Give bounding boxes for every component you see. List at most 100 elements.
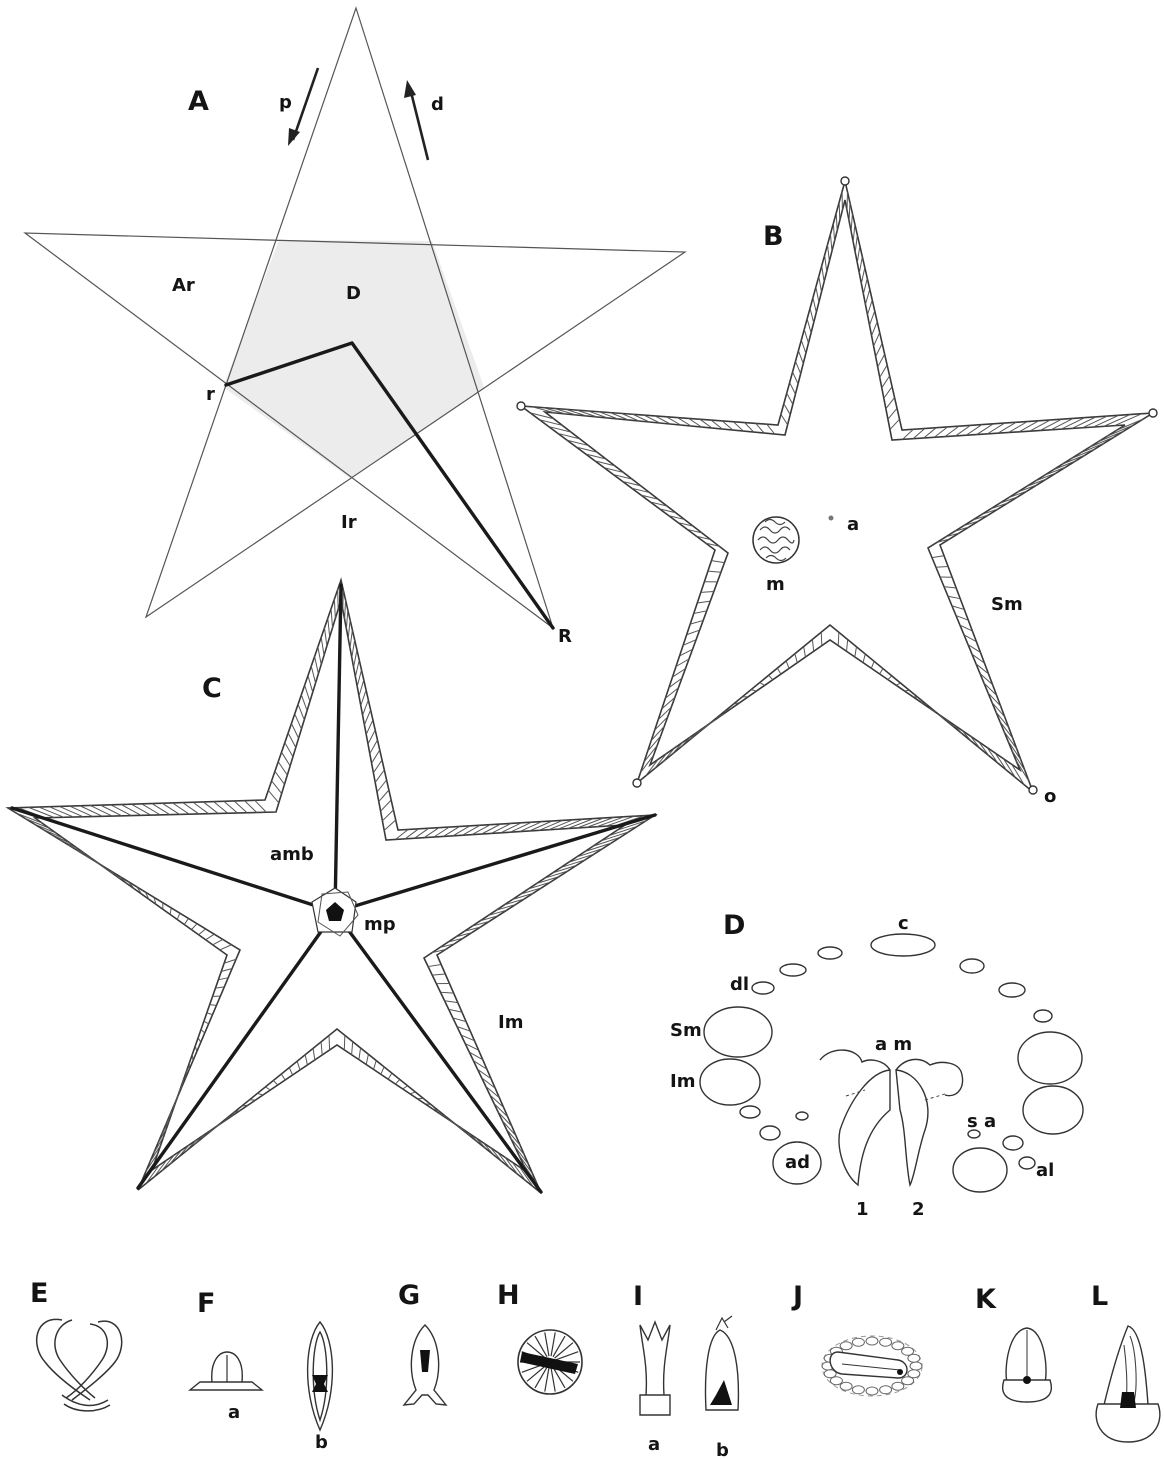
marginal-plate-line: [886, 398, 895, 409]
figure-k-hinge: [1023, 1376, 1031, 1384]
marginal-plate-line: [795, 361, 800, 373]
marginal-plate-line: [896, 683, 901, 685]
marginal-plate-line: [272, 781, 282, 794]
marginal-plate-line: [162, 803, 179, 814]
marginal-plate-line: [913, 428, 925, 438]
marginal-plate-line: [816, 287, 819, 302]
marginal-plate-line: [361, 690, 366, 706]
marginal-plate-line: [790, 383, 796, 395]
marginal-plate-line: [793, 372, 798, 384]
figure-i-sub-b: b: [716, 1440, 729, 1459]
marginal-plate-line: [373, 760, 382, 773]
figure-d-label-2: 2: [912, 1199, 925, 1220]
marginal-plate-line: [352, 1042, 353, 1055]
marginal-plate-line: [690, 731, 699, 740]
marginal-plate-line: [403, 1086, 408, 1089]
granule: [866, 1337, 878, 1345]
granule: [840, 1342, 852, 1350]
marginal-plate-line: [874, 333, 880, 347]
marginal-plate-line: [172, 803, 189, 814]
figure-d-inferomarginal-left: [700, 1059, 760, 1105]
figure-d-ossicle: [999, 983, 1025, 997]
marginal-plate-line: [204, 1021, 209, 1024]
marginal-plate-line: [381, 800, 392, 811]
marginal-plate-line: [381, 1067, 384, 1074]
marginal-plate-line: [882, 376, 890, 388]
marginal-plate-line: [861, 268, 864, 284]
marginal-plate-line: [68, 845, 85, 854]
figure-i: I a b: [633, 1281, 738, 1459]
figure-e: E: [30, 1278, 122, 1411]
figure-a-arrow-d: [410, 88, 428, 160]
marginal-plate-line: [948, 596, 960, 598]
marginal-plate-line: [59, 806, 83, 816]
figure-g-panel-label: G: [398, 1280, 420, 1311]
marginal-plate-line: [285, 743, 293, 757]
granule: [852, 1386, 864, 1394]
marginal-plate-line: [698, 725, 707, 733]
marginal-plate-line: [344, 1035, 345, 1050]
marginal-plate-line: [192, 1054, 193, 1061]
marginal-plate-line: [255, 800, 267, 812]
figure-l-panel-label: L: [1091, 1281, 1108, 1312]
figure-a-label-ir: Ir: [341, 512, 357, 533]
marginal-plate-line: [234, 801, 247, 813]
figure-d-ambulacral-ossicle-2: [896, 1059, 963, 1185]
marginal-plate-line: [375, 770, 384, 782]
figure-b: B a m Sm o: [517, 177, 1157, 807]
marginal-plate-line: [784, 404, 790, 415]
figure-b-terminal-ossicle: [1029, 786, 1037, 794]
marginal-plate-line: [273, 1081, 277, 1085]
marginal-plate-line: [807, 319, 811, 333]
figure-d-label-am: a m: [875, 1034, 912, 1055]
figure-a-label-r: r: [206, 384, 215, 405]
figure-d: D c dl Sm Im a m s a ad al 1 2: [670, 910, 1083, 1220]
marginal-plate-line: [315, 657, 319, 674]
marginal-plate-line: [324, 628, 326, 646]
marginal-plate-line: [781, 414, 788, 424]
marginal-plate-line: [291, 723, 298, 738]
marginal-plate-line: [382, 810, 393, 821]
marginal-plate-line: [810, 308, 814, 322]
marginal-plate-line: [368, 730, 375, 744]
marginal-plate-line: [215, 987, 224, 988]
marginal-plate-line: [199, 929, 206, 935]
marginal-plate-line: [711, 561, 724, 563]
figure-k-panel-label: K: [975, 1284, 997, 1315]
figure-d-suture: [925, 1094, 945, 1100]
marginal-plate-line: [288, 733, 296, 747]
marginal-plate-line: [445, 1001, 458, 1003]
marginal-plate-line: [111, 805, 132, 816]
marginal-plate-line: [297, 1061, 300, 1070]
marginal-plate-line: [1098, 431, 1124, 442]
figure-d-ossicle: [740, 1106, 760, 1118]
marginal-plate-line: [884, 387, 892, 399]
figure-a-disc-shading: [223, 240, 484, 478]
marginal-plate-line: [839, 202, 840, 220]
marginal-plate-line: [872, 322, 878, 336]
marginal-plate-line: [354, 650, 357, 667]
marginal-plate-line: [70, 806, 93, 816]
figure-c-panel-label: C: [202, 673, 222, 704]
marginal-plate-line: [454, 1123, 463, 1130]
marginal-plate-line: [265, 1087, 270, 1090]
marginal-plate-line: [213, 939, 223, 944]
marginal-plate-line: [281, 1074, 285, 1080]
marginal-plate-line: [198, 1038, 201, 1043]
marginal-plate-line: [804, 330, 808, 344]
marginal-plate-line: [871, 661, 874, 668]
figure-d-ambulacral-ossicle-1: [820, 1050, 890, 1185]
figure-l-hinge: [1120, 1392, 1136, 1408]
granule: [866, 1387, 878, 1395]
figure-e-crossed-pedicellaria: [37, 1319, 122, 1410]
figure-e-panel-label: E: [30, 1278, 48, 1309]
marginal-plate-line: [819, 276, 822, 291]
marginal-plate-line: [937, 713, 944, 719]
figure-g: G: [398, 1280, 446, 1405]
marginal-plate-line: [787, 393, 793, 404]
figure-d-label-1: 1: [856, 1199, 869, 1220]
marginal-plate-line: [830, 234, 832, 251]
marginal-plate-line: [859, 257, 862, 273]
marginal-plate-line: [268, 790, 279, 802]
figure-b-terminal-ossicle: [517, 402, 525, 410]
